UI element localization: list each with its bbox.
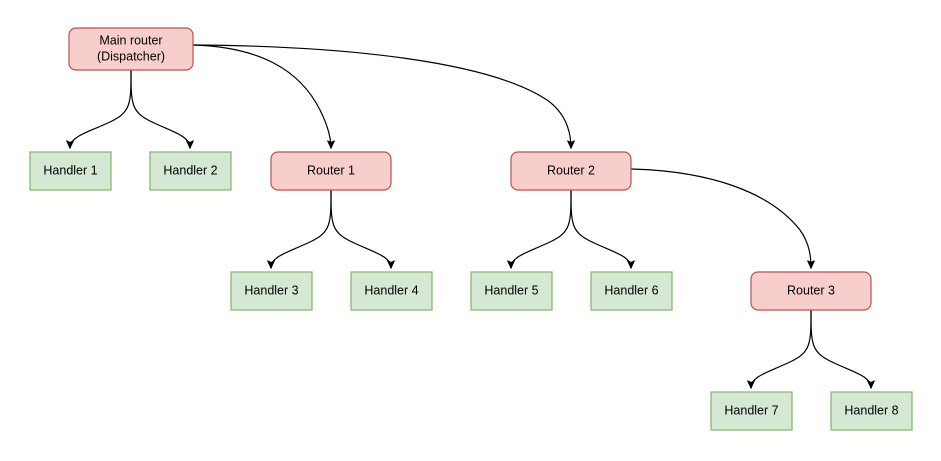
handler-4-label: Handler 4 [364,283,418,297]
node-handler-8[interactable]: Handler 8 [830,391,913,431]
edge-router-2-to-handler-6 [570,189,631,268]
handler-8-label: Handler 8 [844,403,898,417]
node-handler-1[interactable]: Handler 1 [29,151,112,191]
edge-layer [70,44,871,388]
edge-main-to-handler-1 [70,69,132,148]
edge-router-1-to-handler-3 [271,189,332,268]
edge-main-to-handler-2 [130,69,190,148]
node-router-2[interactable]: Router 2 [510,151,632,191]
handler-8-shape[interactable] [830,391,913,431]
handler-5-label: Handler 5 [484,283,538,297]
node-handler-5[interactable]: Handler 5 [470,271,553,311]
router-3-label: Router 3 [787,283,835,297]
handler-5-shape[interactable] [470,271,553,311]
router-2-shape[interactable] [510,151,632,191]
handler-7-shape[interactable] [710,391,793,431]
edge-router-2-to-router-3 [630,168,811,268]
main-router-label-secondary: (Dispatcher) [97,49,165,63]
handler-3-label: Handler 3 [244,283,298,297]
main-router-label: Main router [99,33,162,47]
node-handler-3[interactable]: Handler 3 [230,271,313,311]
node-router-1[interactable]: Router 1 [270,151,392,191]
main-router-shape[interactable] [68,27,194,71]
handler-6-shape[interactable] [590,271,673,311]
router-2-label: Router 2 [547,163,595,177]
handler-2-shape[interactable] [149,151,232,191]
edge-router-1-to-handler-4 [330,189,391,268]
handler-1-shape[interactable] [29,151,112,191]
edge-router-2-to-handler-5 [511,189,572,268]
edge-router-3-to-handler-8 [810,309,871,388]
router-1-label: Router 1 [307,163,355,177]
node-router-3[interactable]: Router 3 [750,271,872,311]
router-1-shape[interactable] [270,151,392,191]
node-layer: Main router (Dispatcher) Handler 1 Handler … [29,27,913,431]
edge-router-3-to-handler-7 [751,309,812,388]
handler-7-label: Handler 7 [724,403,778,417]
edge-main-to-router-1 [192,44,331,148]
node-handler-4[interactable]: Handler 4 [350,271,433,311]
handler-2-label: Handler 2 [163,163,217,177]
handler-6-label: Handler 6 [604,283,658,297]
edge-main-to-router-2 [192,44,571,148]
node-main-router[interactable]: Main router (Dispatcher) [68,27,194,71]
node-handler-7[interactable]: Handler 7 [710,391,793,431]
handler-4-shape[interactable] [350,271,433,311]
handler-3-shape[interactable] [230,271,313,311]
router-3-shape[interactable] [750,271,872,311]
node-handler-2[interactable]: Handler 2 [149,151,232,191]
node-handler-6[interactable]: Handler 6 [590,271,673,311]
handler-1-label: Handler 1 [43,163,97,177]
